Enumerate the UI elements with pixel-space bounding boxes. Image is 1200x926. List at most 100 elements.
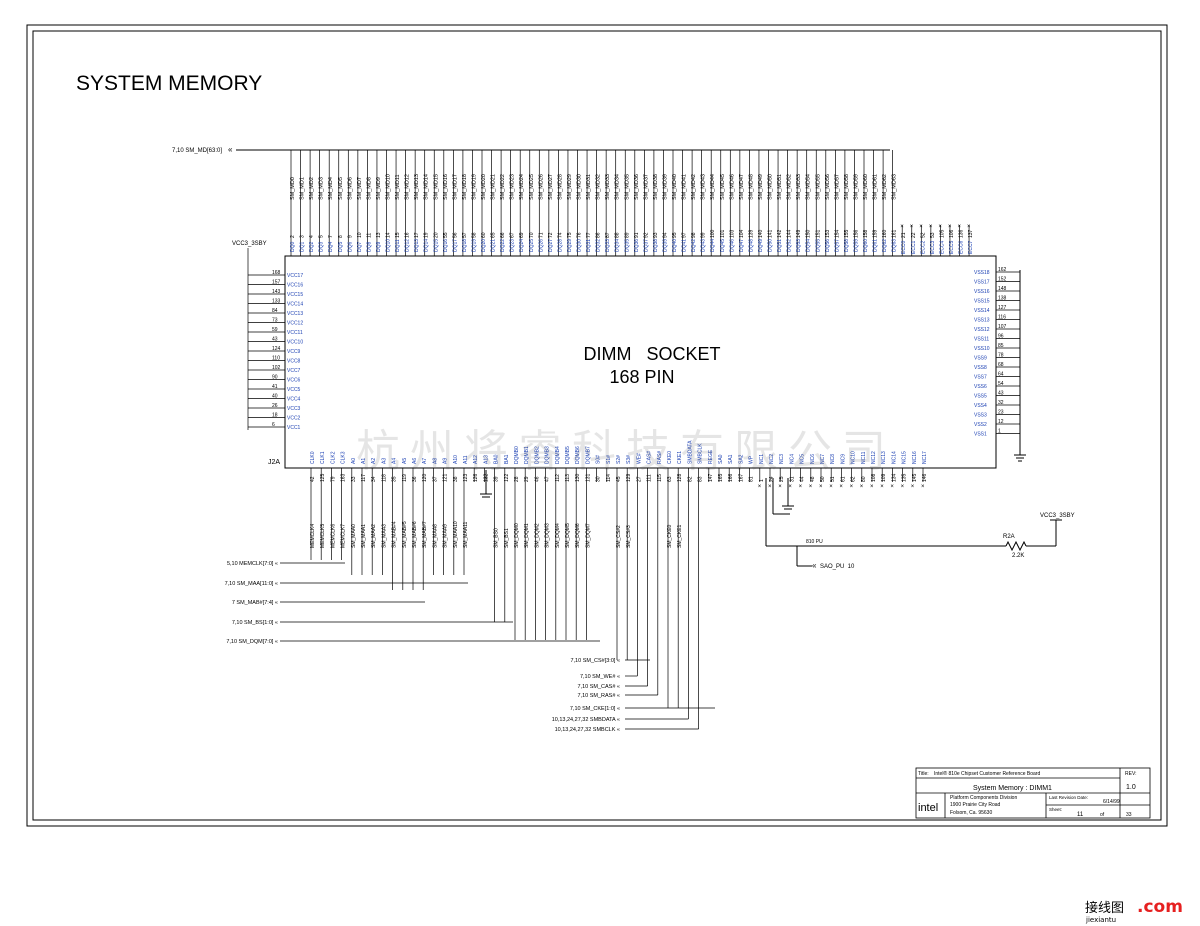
vcc-pin-name: VCC1: [287, 425, 301, 431]
vss-pin-name: VSS9: [974, 356, 987, 362]
data-pin-number: 86: [596, 232, 602, 238]
vcc-pin-number: 73: [272, 318, 278, 324]
ecc-pin-number: 53: [930, 232, 936, 238]
bottom-pin-number: 81: [749, 476, 755, 482]
data-pin-number: 100: [710, 229, 716, 238]
top-pin-group: SM_MD02DQ0SM_MD13DQ1SM_MD24DQ2SM_MD35DQ3…: [290, 150, 974, 256]
title-block-sheet-name: System Memory : DIMM1: [973, 785, 1052, 792]
data-pin-number: 161: [892, 229, 898, 238]
bottom-pin-name: NC13: [881, 451, 887, 464]
bottom-pin-number: 28: [514, 476, 520, 482]
data-pin-number: 72: [548, 232, 554, 238]
bottom-pin-name: NC17: [922, 451, 928, 464]
data-pin-name: DQ45: [720, 239, 726, 252]
nc-no-connect: ×: [799, 484, 803, 490]
ground-symbol-a13: [480, 470, 492, 498]
data-net-label: SM_MD32: [596, 174, 602, 200]
vss-pin-number: 96: [998, 334, 1004, 340]
vss-pin-name: VSS16: [974, 289, 990, 295]
company-line2: 1900 Prairie City Road: [950, 802, 1001, 808]
data-pin-number: 56: [452, 232, 458, 238]
data-net-label: SM_MD42: [691, 174, 697, 200]
memclk-net-label: MEMCLK5: [320, 524, 326, 548]
data-pin-number: 97: [682, 232, 688, 238]
of-label: of: [1100, 812, 1105, 818]
data-bus-label: 7,10 SM_MD[63:0]: [172, 148, 222, 154]
vss-pin-number: 162: [998, 267, 1007, 273]
vcc-pin-number: 43: [272, 337, 278, 343]
vss-pin-name: VSS1: [974, 432, 987, 438]
ecc-no-connect: ×: [929, 224, 933, 230]
vcc-pin-name: VCC5: [287, 387, 301, 393]
data-pin-name: DQ15: [433, 239, 439, 252]
corner-logo-text1: 接线图: [1085, 900, 1124, 916]
data-pin-number: 9: [347, 235, 353, 238]
data-pin-name: DQ14: [424, 239, 430, 252]
data-pin-number: 74: [557, 232, 563, 238]
data-net-label: SM_MD35: [624, 174, 630, 200]
vss-pin-name: VSS7: [974, 375, 987, 381]
bottom-pin-number: 125: [320, 473, 326, 482]
vss-pin-number: 127: [998, 305, 1007, 311]
data-pin-name: DQ61: [873, 239, 879, 252]
bottom-pin-name: DQMB2: [534, 446, 540, 464]
watermark: 杭州将睿科技有限公司: [356, 426, 896, 477]
data-pin-number: 140: [758, 229, 764, 238]
data-pin-name: DQ22: [500, 239, 506, 252]
data-pin-name: DQ21: [491, 239, 497, 252]
bottom-pin-number: 1: [759, 479, 765, 482]
bottom-pin-name: NC3: [779, 454, 785, 464]
maa-net-label: SM_MAA0: [351, 524, 357, 548]
data-pin-name: DQ52: [787, 239, 793, 252]
maa-net-label: SM_MAB#7: [422, 521, 428, 548]
bottom-pin-name: A10: [453, 455, 459, 464]
data-pin-name: DQ30: [577, 239, 583, 252]
title-block-rev-label: REV:: [1125, 771, 1136, 777]
bs-net-label: SM_BS1: [504, 528, 510, 548]
dqm-net-label: SM_DQM3: [545, 523, 551, 548]
data-pin-name: DQ41: [682, 239, 688, 252]
vcc-pin-number: 102: [272, 365, 281, 371]
data-pin-name: DQ1: [300, 242, 306, 253]
data-net-label: SM_MD12: [405, 174, 411, 200]
vss-pin-name: VSS15: [974, 299, 990, 305]
ecc-pin-number: 105: [939, 229, 945, 238]
bottom-pin-name: DQMB5: [565, 446, 571, 464]
title-block: [915, 767, 1151, 819]
ecc-pin-number: 136: [959, 229, 965, 238]
nc-no-connect: ×: [880, 484, 884, 490]
dqm-bus-label: 7,10 SM_DQM[7:0] «: [226, 639, 278, 645]
data-net-label: SM_MD27: [548, 174, 554, 200]
bottom-pin-name: NC9: [840, 454, 846, 464]
ecc-pin-name: ECC0: [901, 240, 907, 254]
vcc-pin-name: VCC16: [287, 283, 303, 289]
bottom-pin-name: SA0: [718, 454, 724, 464]
dqm-net-label: SM_DQM2: [534, 523, 540, 548]
vcc-pin-name: VCC14: [287, 302, 303, 308]
vss-pin-name: VSS17: [974, 280, 990, 286]
bottom-pin-name: SMBDATA: [687, 440, 693, 464]
vcc-pin-number: 168: [272, 270, 281, 276]
bottom-pin-name: NC14: [891, 451, 897, 464]
bottom-pin-number: 61: [840, 476, 846, 482]
bottom-pin-number: 118: [381, 474, 387, 482]
data-net-label: SM_MD58: [844, 174, 850, 200]
corner-logo-text2: .com: [1137, 897, 1183, 917]
resistor-ref: R2A: [1003, 534, 1015, 540]
data-net-label: SM_MD63: [892, 174, 898, 200]
data-net-label: SM_MD8: [366, 177, 372, 200]
bottom-pin-name: CLK2: [330, 451, 336, 464]
maa-net-label: SM_MAB#6: [412, 521, 418, 548]
ecc-pin-number: 22: [911, 232, 917, 238]
data-net-label: SM_MD34: [615, 174, 621, 200]
data-net-label: SM_MD4: [328, 177, 334, 200]
bottom-pin-name: CKE1: [677, 451, 683, 464]
data-pin-number: 89: [624, 232, 630, 238]
bottom-pin-name: SA1: [728, 454, 734, 464]
vss-pin-name: VSS10: [974, 346, 990, 352]
data-pin-name: DQ0: [290, 242, 296, 253]
bottom-pin-number: 122: [504, 473, 510, 482]
data-pin-number: 70: [529, 232, 535, 238]
